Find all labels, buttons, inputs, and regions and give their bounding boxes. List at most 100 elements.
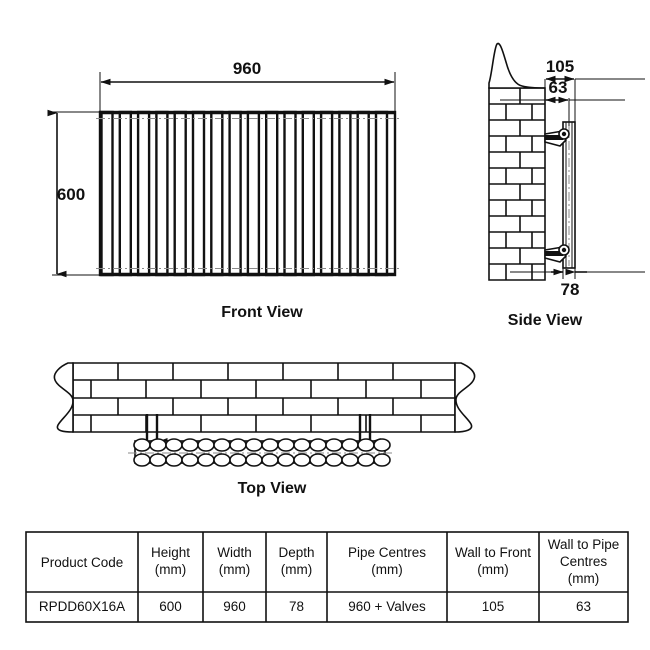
front-tube — [155, 110, 169, 277]
front-tube — [319, 110, 334, 277]
spec-table: Product Code Height (mm) Width (mm) Dept… — [25, 531, 629, 623]
front-tube — [265, 110, 279, 277]
side-bracket-top — [544, 128, 570, 147]
front-tube — [301, 110, 315, 277]
top-tube-section — [309, 453, 327, 467]
cell-product-code: RPDD60X16A — [39, 599, 125, 614]
top-tube-section — [181, 453, 199, 467]
top-tube-section — [149, 453, 167, 467]
front-tube — [100, 110, 114, 277]
table-row: RPDD60X16A 600 960 78 960 + Valves 105 6… — [39, 599, 591, 614]
bracket-bottom-pin — [561, 247, 567, 253]
top-tube-section — [357, 453, 375, 467]
top-tube-section — [341, 438, 359, 452]
table-header-width-unit: (mm) — [219, 562, 250, 577]
top-brick-joints — [73, 363, 455, 432]
side-brick-bed-joints — [489, 103, 545, 265]
top-tube-section — [277, 453, 295, 467]
front-tube — [210, 110, 224, 277]
front-tube — [356, 110, 370, 277]
top-bracket-right — [358, 414, 381, 446]
top-view-group: Top View — [53, 362, 476, 497]
front-tube — [374, 110, 389, 277]
front-width-dim-label: 960 — [233, 59, 261, 78]
top-tube-section — [293, 453, 311, 467]
side-bracket-bottom — [544, 244, 570, 263]
top-tube-section — [133, 453, 151, 467]
cell-wall-to-pipe-centres: 63 — [576, 599, 591, 614]
top-tube-section — [229, 438, 247, 452]
table-header-pipe-centres-unit: (mm) — [371, 562, 402, 577]
front-tube — [283, 110, 297, 277]
top-tube-section — [309, 438, 327, 452]
top-tube-section — [133, 438, 151, 452]
table-header-height-unit: (mm) — [155, 562, 186, 577]
front-height-dim-label: 600 — [57, 185, 85, 204]
table-header-wall-to-pipe-centres-l2: Centres — [560, 554, 608, 569]
side-view-label: Side View — [508, 312, 583, 329]
top-tube-row-back — [133, 453, 391, 467]
table-header-wall-to-pipe-centres-unit: (mm) — [568, 571, 599, 586]
top-bracket-left — [145, 414, 168, 446]
top-tube-section — [373, 453, 391, 467]
top-view-label: Top View — [238, 480, 307, 497]
table-header-width: Width — [217, 545, 252, 560]
side-view-group: 105 63 78 Side View — [488, 42, 645, 329]
front-view-label: Front View — [221, 304, 303, 321]
top-tube-section — [261, 438, 279, 452]
side-63-dim-label: 63 — [549, 78, 568, 97]
front-tube-array — [100, 110, 389, 277]
top-tube-section — [245, 453, 263, 467]
side-105-dim-label: 105 — [546, 57, 574, 76]
top-tube-section — [325, 438, 343, 452]
front-tube — [173, 110, 187, 277]
table-header-depth: Depth — [278, 545, 314, 560]
side-78-dim-label: 78 — [561, 280, 580, 299]
top-tube-section — [325, 453, 343, 467]
top-tube-row-front — [133, 438, 391, 452]
table-header-product-code: Product Code — [41, 555, 124, 570]
table-header-height: Height — [151, 545, 190, 560]
bracket-top-pin — [561, 131, 567, 137]
cell-wall-to-front: 105 — [482, 599, 505, 614]
top-tube-section — [213, 453, 231, 467]
cell-width: 960 — [223, 599, 246, 614]
cell-depth: 78 — [289, 599, 304, 614]
top-tube-section — [165, 453, 183, 467]
side-wall-break-line — [488, 42, 546, 89]
top-tube-section — [197, 453, 215, 467]
top-tube-section — [293, 438, 311, 452]
front-tube — [338, 110, 352, 277]
top-tube-section — [261, 453, 279, 467]
top-tube-section — [357, 438, 375, 452]
bracket-top-arm — [545, 135, 563, 140]
table-header-wall-to-front: Wall to Front — [455, 545, 531, 560]
top-tube-section — [373, 438, 391, 452]
table-header-pipe-centres: Pipe Centres — [348, 545, 426, 560]
top-wall-break-right — [454, 362, 476, 433]
table-header-depth-unit: (mm) — [281, 562, 312, 577]
top-tube-section — [277, 438, 295, 452]
cell-pipe-centres: 960 + Valves — [348, 599, 426, 614]
top-tube-section — [213, 438, 231, 452]
top-tube-section — [245, 438, 263, 452]
cell-height: 600 — [159, 599, 182, 614]
front-tube — [136, 110, 151, 277]
bracket-bottom-arm — [545, 251, 563, 256]
top-tube-section — [165, 438, 183, 452]
front-tube — [246, 110, 261, 277]
top-tube-section — [197, 438, 215, 452]
top-tube-section — [229, 453, 247, 467]
front-tube — [118, 110, 133, 277]
top-tube-section — [149, 438, 167, 452]
front-tube — [191, 110, 206, 277]
side-brick-perpend-joints — [505, 88, 533, 280]
table-header-wall-to-front-unit: (mm) — [477, 562, 508, 577]
front-view-group: 960 600 — [47, 59, 399, 321]
table-header-wall-to-pipe-centres-l1: Wall to Pipe — [548, 537, 620, 552]
front-tube — [228, 110, 242, 277]
top-tube-section — [181, 438, 199, 452]
top-wall-break-left — [53, 362, 74, 433]
